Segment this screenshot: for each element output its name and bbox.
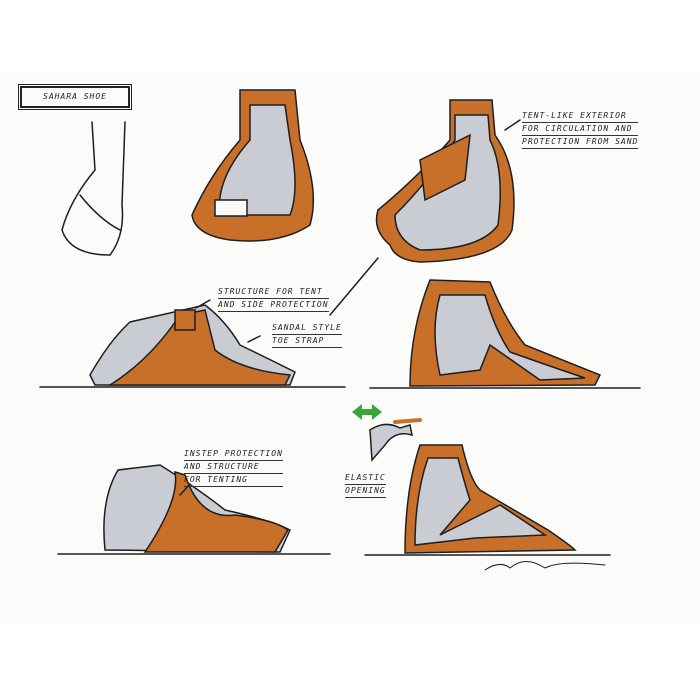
shoe-side-view-heel (369, 279, 641, 389)
note-line: Tent-like exterior (522, 110, 639, 123)
shoe-side-view-instep (57, 464, 331, 555)
note-line: opening (345, 485, 386, 498)
note-elastic-opening: Elastic opening (345, 472, 386, 498)
note-instep: Instep protection and structure for tent… (184, 448, 283, 487)
note-line: and structure (184, 461, 283, 474)
note-line: protection from sand (522, 136, 639, 149)
shoe-front-view (191, 89, 315, 242)
note-line: Sandal style (272, 322, 342, 335)
elastic-detail-sketch (369, 418, 422, 462)
note-line: Instep protection (184, 448, 283, 461)
leader-line (195, 299, 211, 309)
shoe-side-view-elastic (364, 444, 611, 556)
leader-line (329, 257, 379, 316)
foot-outline-sketch (61, 121, 126, 256)
note-line: for tenting (184, 474, 283, 487)
note-line: toe strap (272, 335, 342, 348)
double-arrow-icon (352, 404, 382, 420)
note-tent-exterior: Tent-like exterior for circulation and p… (522, 110, 639, 149)
leader-line (247, 335, 261, 343)
note-line: and side protection (218, 299, 329, 312)
note-structure: Structure for tent and side protection (218, 286, 329, 312)
sketch-title: Sahara Shoe (18, 84, 132, 110)
note-line: for circulation and (522, 123, 639, 136)
signature (484, 561, 606, 571)
shoe-side-view-tent (39, 304, 346, 388)
note-line: Elastic (345, 472, 386, 485)
note-sandal-strap: Sandal style toe strap (272, 322, 342, 348)
leader-line (179, 483, 191, 496)
shoe-tent-three-quarter-view (375, 99, 515, 263)
note-line: Structure for tent (218, 286, 329, 299)
leader-line (504, 119, 521, 131)
